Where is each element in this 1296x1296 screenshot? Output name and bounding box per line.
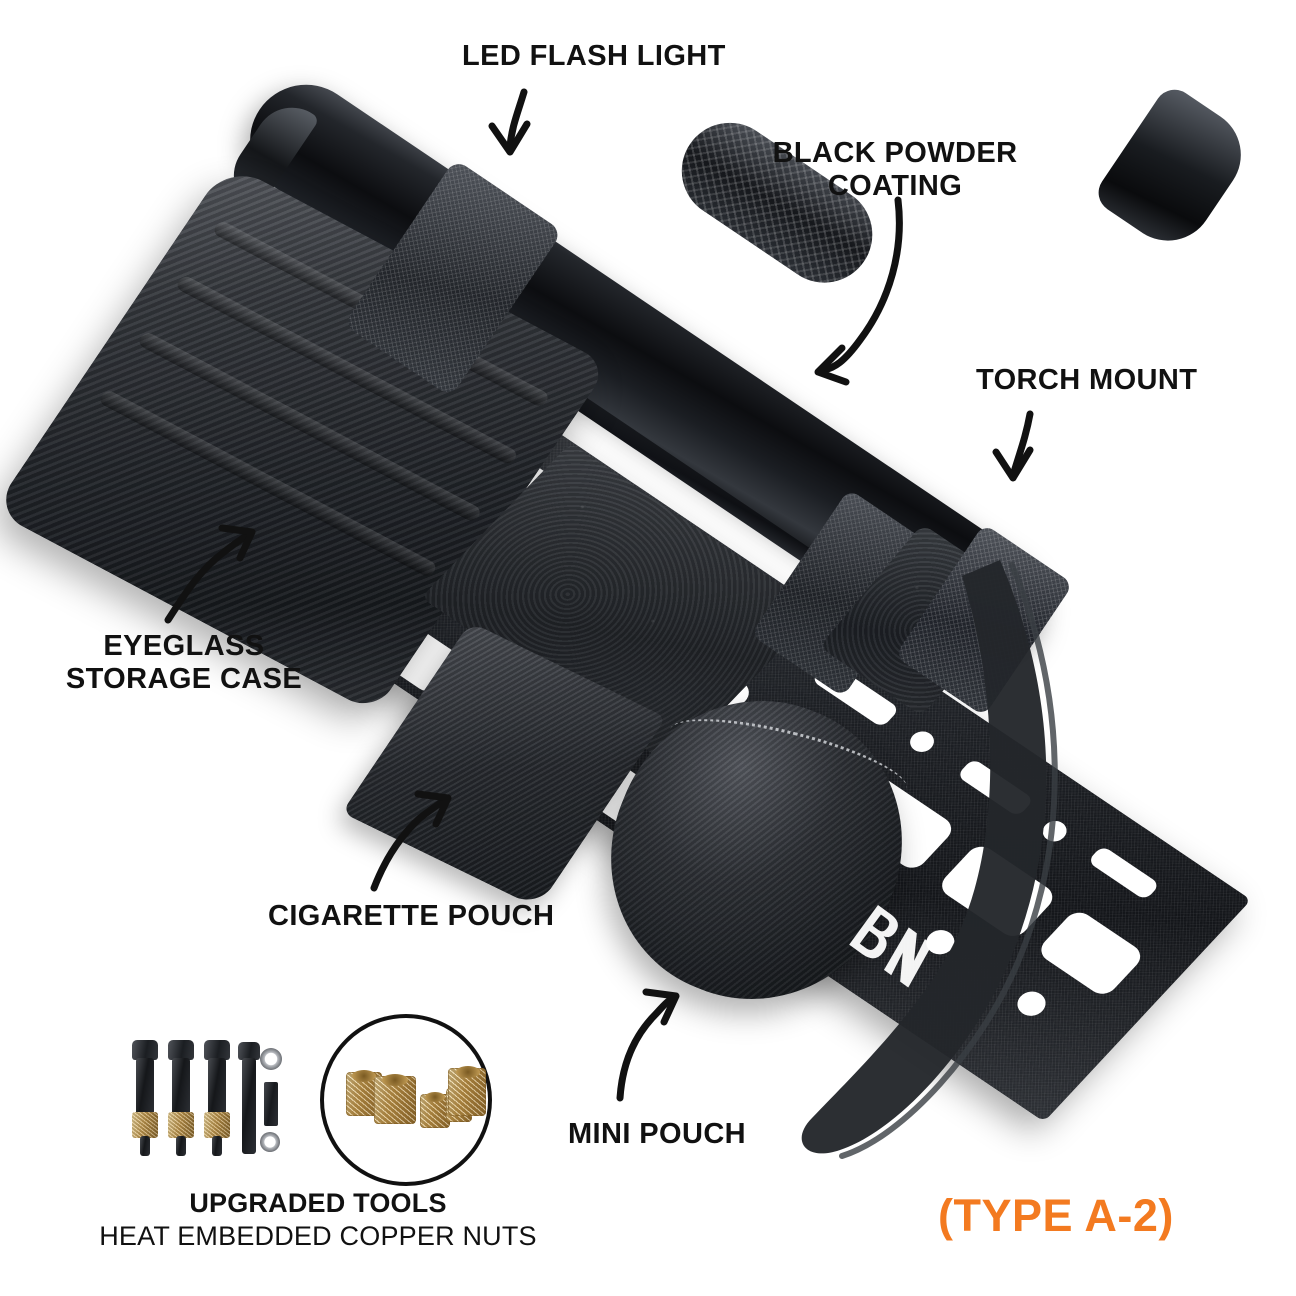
- callout-label-torch-mount: TORCH MOUNT: [976, 364, 1198, 396]
- copper-nuts-callout-circle: [320, 1014, 492, 1186]
- callout-label-led-flash-light: LED FLASH LIGHT: [462, 40, 726, 72]
- callout-label-black-powder-coating: BLACK POWDER COATING: [772, 137, 1018, 203]
- upgraded-tools-subtitle: HEAT EMBEDDED COPPER NUTS: [99, 1221, 537, 1251]
- callout-label-mini-pouch: MINI POUCH: [568, 1118, 746, 1150]
- upgraded-tools-caption: UPGRADED TOOLS HEAT EMBEDDED COPPER NUTS: [62, 1188, 574, 1252]
- variant-badge: (TYPE A-2): [938, 1190, 1174, 1241]
- torch-head-bezel: [1090, 81, 1259, 259]
- callout-label-eyeglass-storage-case: EYEGLASS STORAGE CASE: [65, 630, 303, 696]
- callout-label-cigarette-pouch: CIGARETTE POUCH: [268, 900, 555, 932]
- upgraded-tools-title: UPGRADED TOOLS: [189, 1188, 447, 1218]
